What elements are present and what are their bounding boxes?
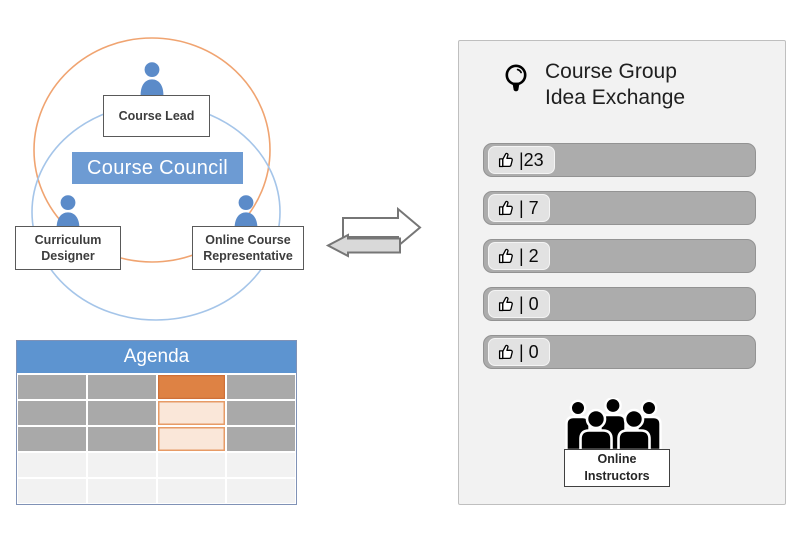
agenda-cell — [18, 375, 86, 399]
vote-count: | 0 — [519, 341, 539, 362]
agenda-cell — [157, 453, 226, 477]
idea-exchange-panel: Course Group Idea Exchange |23 | 7 | 2 — [458, 40, 786, 505]
agenda-table: Agenda — [16, 340, 297, 505]
council-title: Course Council — [87, 156, 228, 179]
agenda-cell — [227, 427, 295, 451]
role-label: Course Lead — [118, 108, 195, 123]
person-icon — [234, 195, 258, 228]
vote-badge[interactable]: | 0 — [488, 338, 550, 366]
agenda-cell — [18, 453, 86, 477]
agenda-cell — [18, 479, 86, 503]
vote-badge[interactable]: |23 — [488, 146, 555, 174]
agenda-cell — [227, 375, 295, 399]
idea-vote-bar: |23 — [483, 143, 756, 177]
agenda-cell — [227, 479, 295, 503]
double-arrow-icon — [325, 206, 422, 258]
role-box-online-course-representative: Online Course Representative — [192, 226, 304, 270]
thumbs-up-icon — [498, 200, 513, 215]
agenda-title: Agenda — [123, 346, 190, 367]
agenda-cell — [18, 427, 86, 451]
agenda-cell — [227, 401, 295, 425]
agenda-header: Agenda — [17, 341, 296, 373]
orange-circle — [33, 37, 271, 263]
agenda-cell — [227, 453, 295, 477]
agenda-cell — [87, 427, 156, 451]
agenda-body — [17, 373, 296, 504]
lightbulb-icon — [505, 64, 527, 92]
vote-count: | 0 — [519, 293, 539, 314]
agenda-cell — [157, 401, 226, 425]
vote-badge[interactable]: | 7 — [488, 194, 550, 222]
arrow-left — [325, 233, 401, 258]
thumbs-up-icon — [498, 152, 513, 167]
agenda-cell — [87, 479, 156, 503]
person-icon — [56, 195, 80, 228]
vote-count: | 2 — [519, 245, 539, 266]
role-box-course-lead: Course Lead — [103, 95, 210, 137]
idea-vote-bar: | 0 — [483, 287, 756, 321]
vote-badge[interactable]: | 0 — [488, 290, 550, 318]
agenda-cell — [18, 401, 86, 425]
idea-panel-title: Course Group Idea Exchange — [545, 60, 686, 109]
thumbs-up-icon — [498, 248, 513, 263]
idea-vote-bar: | 7 — [483, 191, 756, 225]
agenda-cell — [87, 375, 156, 399]
online-instructors-box: Online Instructors — [564, 449, 670, 487]
role-label: Curriculum Designer — [34, 232, 102, 263]
role-label: Online Course Representative — [203, 232, 293, 263]
agenda-cell — [157, 375, 226, 399]
vote-badge[interactable]: | 2 — [488, 242, 550, 270]
agenda-cell — [157, 427, 226, 451]
thumbs-up-icon — [498, 296, 513, 311]
agenda-cell — [87, 401, 156, 425]
vote-count: | 7 — [519, 197, 539, 218]
idea-bars: |23 | 7 | 2 | 0 — [483, 143, 756, 383]
idea-header: Course Group Idea Exchange — [503, 57, 685, 111]
arrow-right — [342, 206, 422, 249]
online-instructors-label: Online Instructors — [584, 452, 650, 483]
role-box-curriculum-designer: Curriculum Designer — [15, 226, 121, 270]
council-banner: Course Council — [72, 152, 243, 184]
thumbs-up-icon — [498, 344, 513, 359]
agenda-cell — [157, 479, 226, 503]
people-group-icon — [565, 398, 662, 450]
idea-vote-bar: | 2 — [483, 239, 756, 273]
person-icon — [140, 62, 164, 95]
agenda-cell — [87, 453, 156, 477]
idea-vote-bar: | 0 — [483, 335, 756, 369]
vote-count: |23 — [519, 149, 544, 170]
